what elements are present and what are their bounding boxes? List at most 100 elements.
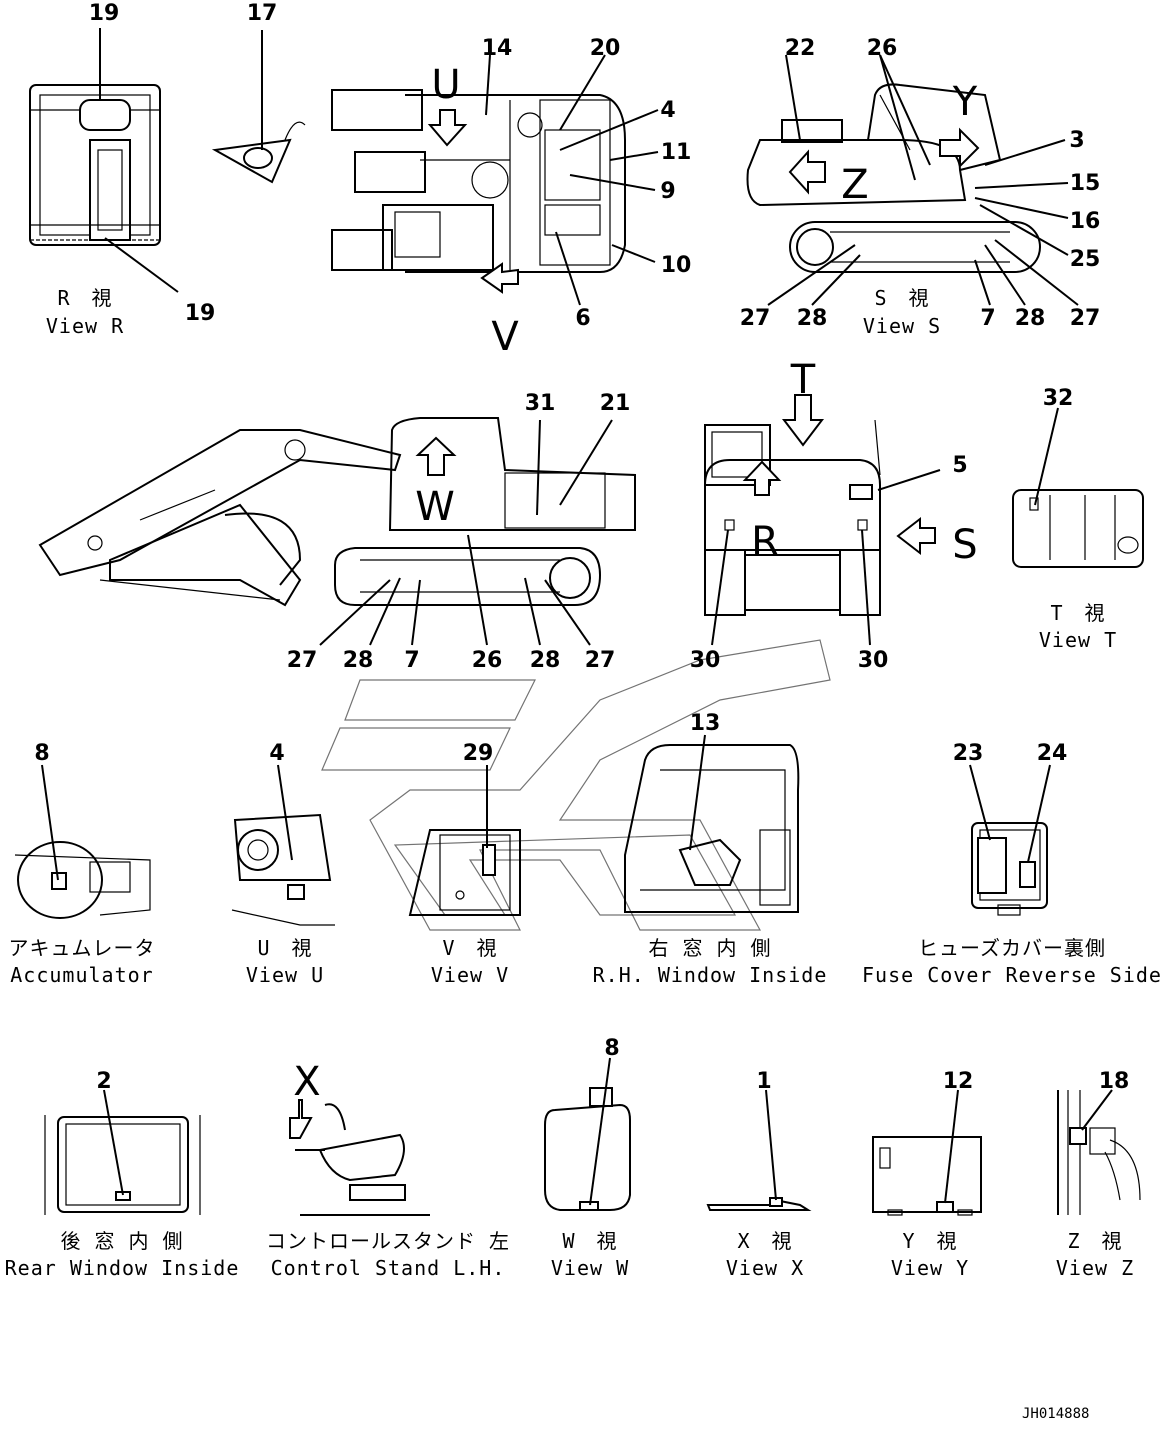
caption-view-v-jp: V 視: [442, 936, 497, 960]
callout-5: 5: [952, 453, 967, 478]
callout-29: 29: [463, 741, 494, 766]
callout-10: 10: [661, 253, 692, 278]
caption-fuse-cover-en: Fuse Cover Reverse Side: [862, 963, 1162, 987]
view-u-drawing: [231, 764, 335, 926]
caption-view-w-jp: W 視: [562, 1229, 617, 1253]
view-r-drawing: [29, 28, 179, 293]
callout-24: 24: [1037, 741, 1068, 766]
caption-view-z-en: View Z: [1056, 1256, 1134, 1280]
view-letter-u: U: [431, 62, 460, 108]
callout-8-view-w: 8: [604, 1036, 619, 1061]
rear-view-drawing: [704, 394, 941, 646]
fuse-cover-drawing: [969, 764, 1051, 916]
caption-rear-window-jp: 後 窓 内 側: [60, 1229, 183, 1253]
caption-accumulator-en: Accumulator: [10, 963, 153, 987]
callout-17: 17: [247, 1, 278, 26]
view-letter-r: R: [751, 519, 779, 565]
view-t-drawing: [1012, 407, 1144, 568]
callout-28-main-right: 28: [530, 648, 561, 673]
callout-16: 16: [1070, 209, 1101, 234]
callout-23: 23: [953, 741, 984, 766]
callout-28-s-left: 28: [797, 306, 828, 331]
callout-27-s-right: 27: [1070, 306, 1101, 331]
caption-view-x-jp: X 視: [737, 1229, 792, 1253]
caption-view-r-en: View R: [46, 314, 124, 338]
caption-view-u-en: View U: [246, 963, 324, 987]
view-letter-y: Y: [952, 79, 978, 125]
callout-4-top: 4: [660, 98, 675, 123]
caption-control-stand-jp: コントロールスタンド 左: [266, 1229, 510, 1253]
callout-4-view-u: 4: [269, 741, 284, 766]
rh-window-drawing: [624, 734, 800, 913]
callout-30-left: 30: [690, 648, 721, 673]
caption-rh-window-jp: 右 窓 内 側: [648, 936, 771, 960]
view-y-drawing: [872, 1089, 982, 1216]
view-letter-s: S: [952, 522, 977, 568]
view-v-drawing: [408, 765, 521, 916]
caption-view-t-en: View T: [1039, 628, 1117, 652]
caption-view-x-en: View X: [726, 1256, 804, 1280]
view-letter-t: T: [790, 357, 816, 403]
caption-view-t-jp: T 視: [1050, 601, 1105, 625]
callout-7-main: 7: [404, 648, 419, 673]
callout-21: 21: [600, 391, 631, 416]
drawing-code: JH014888: [1022, 1406, 1089, 1422]
callout-2: 2: [96, 1069, 111, 1094]
callout-14: 14: [482, 36, 513, 61]
caption-rh-window-en: R.H. Window Inside: [593, 963, 828, 987]
callout-19-top: 19: [89, 1, 120, 26]
callout-26-main: 26: [472, 648, 503, 673]
callout-7-s: 7: [980, 306, 995, 331]
callout-6: 6: [575, 306, 590, 331]
callout-15: 15: [1070, 171, 1101, 196]
view-s-drawing: [746, 54, 1079, 306]
caption-view-u-jp: U 視: [257, 936, 312, 960]
view-x-drawing: [706, 1089, 812, 1211]
caption-view-s-jp: S 視: [874, 286, 929, 310]
view-letter-z: Z: [841, 162, 868, 208]
caption-view-s-en: View S: [863, 314, 941, 338]
callout-11: 11: [661, 140, 692, 165]
rear-window-drawing: [44, 1089, 201, 1215]
view-letter-w: W: [415, 484, 455, 530]
callout-27-main-left: 27: [287, 648, 318, 673]
callout-32: 32: [1043, 386, 1074, 411]
callout-26-top: 26: [867, 36, 898, 61]
callout-8-accumulator: 8: [34, 741, 49, 766]
callout-13: 13: [690, 711, 721, 736]
view-w-drawing: [544, 1057, 631, 1211]
watermark-logo: [321, 639, 831, 931]
callout-28-main-left: 28: [343, 648, 374, 673]
callout-9: 9: [660, 179, 675, 204]
callout-22: 22: [785, 36, 816, 61]
caption-view-y-en: View Y: [891, 1256, 969, 1280]
caption-view-r-jp: R 視: [57, 286, 112, 310]
callout-20: 20: [590, 36, 621, 61]
callout-3: 3: [1069, 128, 1084, 153]
callout-28-s-right: 28: [1015, 306, 1046, 331]
view-letter-v: V: [491, 314, 519, 360]
caption-view-z-jp: Z 視: [1067, 1229, 1122, 1253]
main-excavator-drawing: [38, 417, 636, 646]
callout-31: 31: [525, 391, 556, 416]
view-letter-x: X: [293, 1059, 320, 1105]
top-plan-drawing: [331, 54, 659, 306]
caption-rear-window-en: Rear Window Inside: [5, 1256, 240, 1280]
caption-view-v-en: View V: [431, 963, 509, 987]
callout-27-s-left: 27: [740, 306, 771, 331]
caption-control-stand-en: Control Stand L.H.: [271, 1256, 506, 1280]
callout-18: 18: [1099, 1069, 1130, 1094]
caption-view-y-jp: Y 視: [902, 1229, 957, 1253]
callout-27-main-right: 27: [585, 648, 616, 673]
view-z-drawing: [1057, 1089, 1141, 1215]
callout-1: 1: [756, 1069, 771, 1094]
caption-fuse-cover-jp: ヒューズカバー裏側: [918, 936, 1106, 960]
callout-19-bottom: 19: [185, 301, 216, 326]
callout-12: 12: [943, 1069, 974, 1094]
item-17-drawing: [211, 30, 306, 184]
caption-view-w-en: View W: [551, 1256, 629, 1280]
accumulator-drawing: [14, 764, 151, 919]
control-stand-drawing: [289, 1099, 430, 1216]
caption-accumulator-jp: アキュムレータ: [9, 936, 156, 960]
